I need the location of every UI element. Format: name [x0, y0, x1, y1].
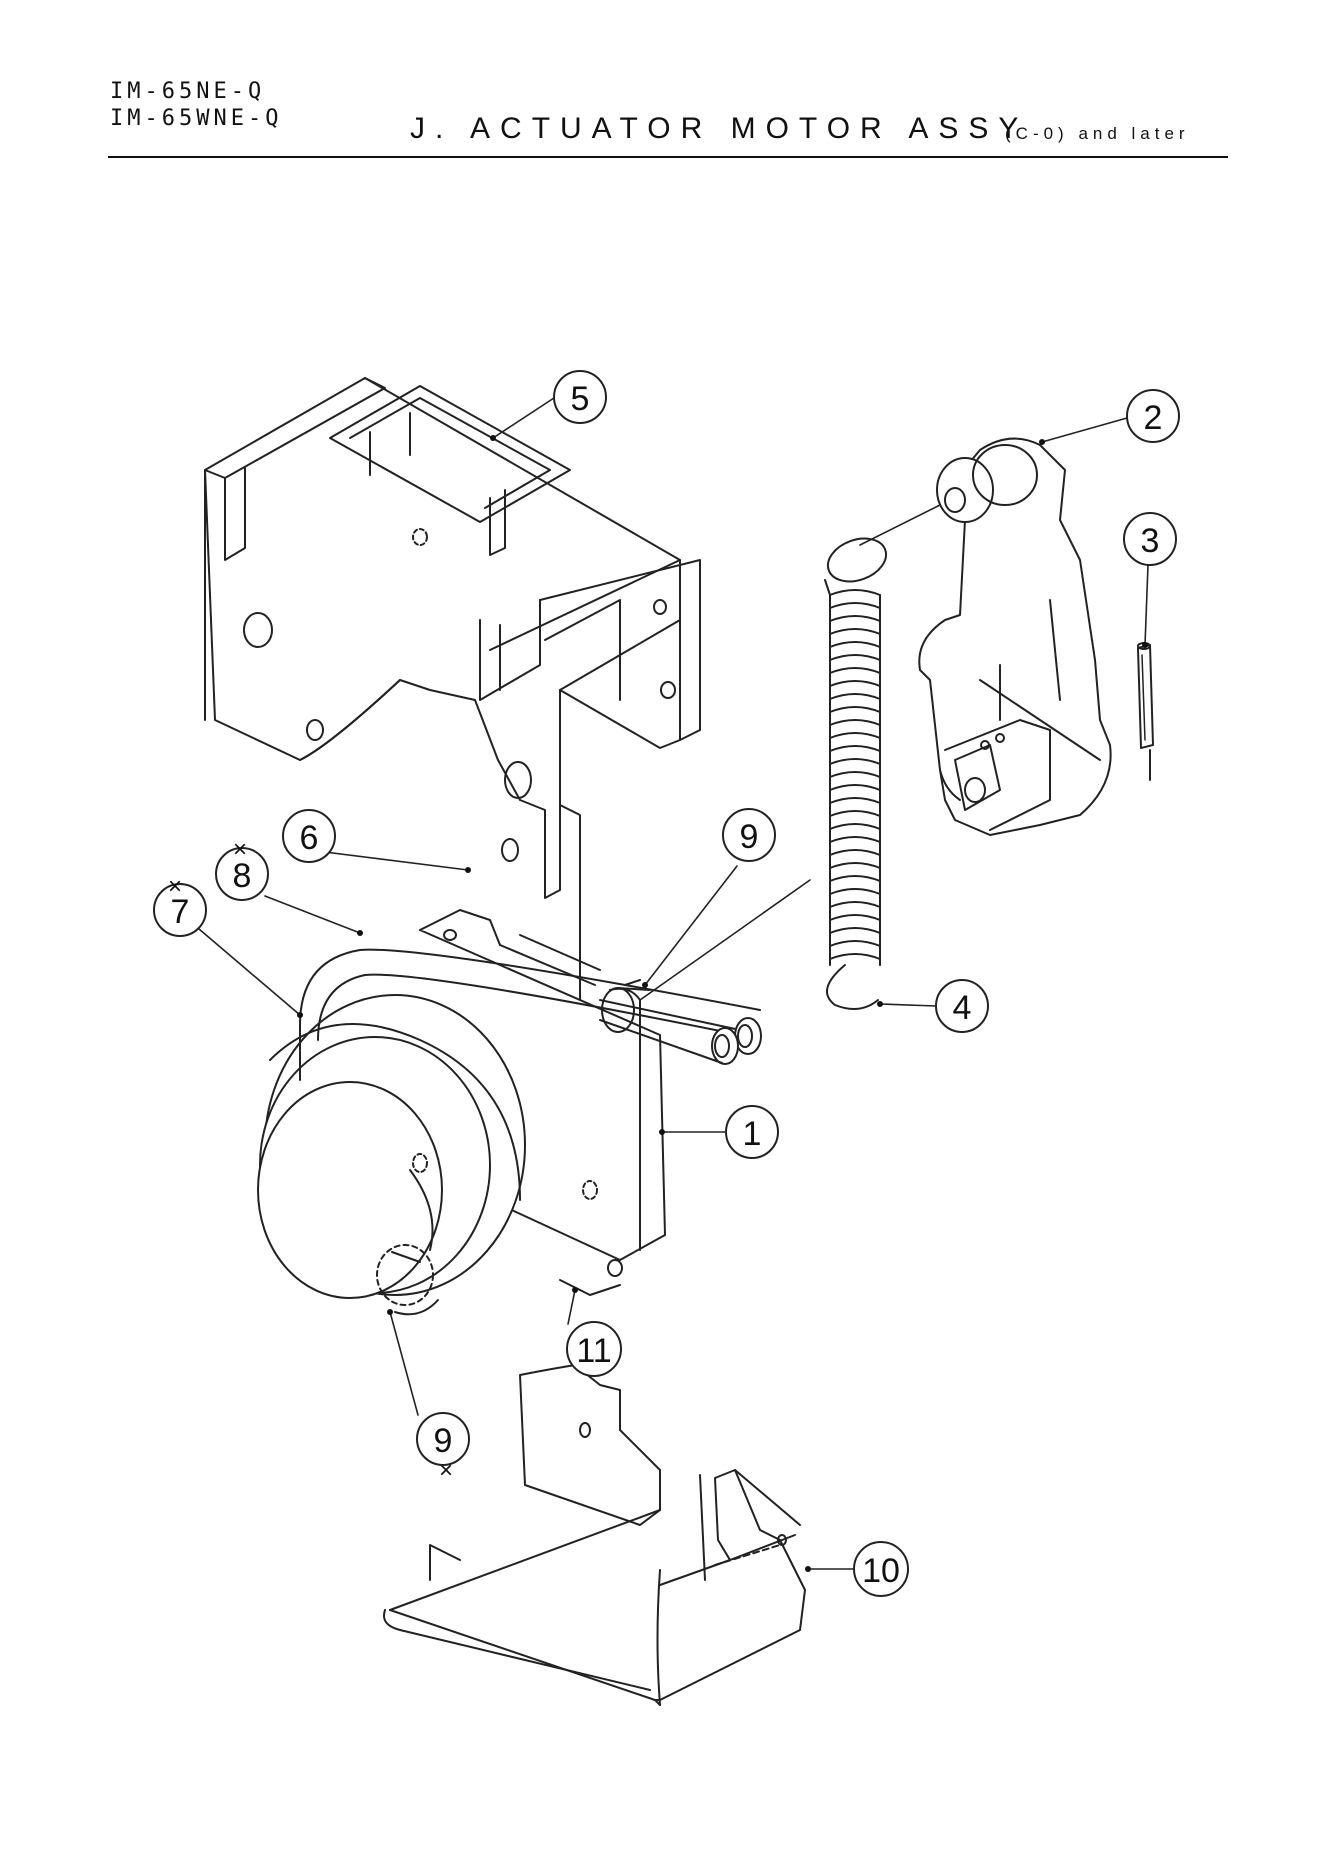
callout-part-8: 8 ×: [216, 836, 268, 900]
callout-label: 9: [434, 1422, 453, 1460]
callout-part-9-upper: 9: [723, 809, 775, 861]
callout-label: 2: [1144, 399, 1163, 437]
tension-spring: [822, 531, 892, 1009]
lever-arm: [919, 439, 1110, 835]
callout-label: 11: [576, 1332, 611, 1370]
callout-label: 5: [571, 380, 590, 418]
callout-part-11: 11: [567, 1322, 621, 1376]
callout-part-1: 1: [726, 1106, 778, 1158]
callout-part-2: 2: [1127, 390, 1179, 442]
callout-label: 10: [862, 1552, 900, 1590]
callout-label: 1: [743, 1115, 762, 1153]
exclusion-mark: ×: [439, 1457, 453, 1484]
motor-mount-plate: [560, 1280, 620, 1295]
callout-part-6: 6: [283, 810, 335, 862]
exclusion-mark: ×: [233, 836, 247, 863]
callout-label: 3: [1141, 522, 1160, 560]
callout-part-4: 4: [936, 980, 988, 1032]
spring-coils: [830, 590, 880, 959]
callout-part-9-lower: 9 ×: [417, 1413, 469, 1484]
callout-part-3: 3: [1124, 513, 1176, 565]
callout-part-5: 5: [554, 371, 606, 423]
callout-label: 4: [953, 989, 972, 1027]
callout-part-10: 10: [854, 1542, 908, 1596]
roll-pin: [1138, 643, 1153, 780]
callout-label: 6: [300, 819, 319, 857]
callout-label: 9: [740, 818, 759, 856]
exclusion-mark: ×: [168, 873, 182, 900]
callout-part-7: 7 ×: [154, 873, 206, 936]
